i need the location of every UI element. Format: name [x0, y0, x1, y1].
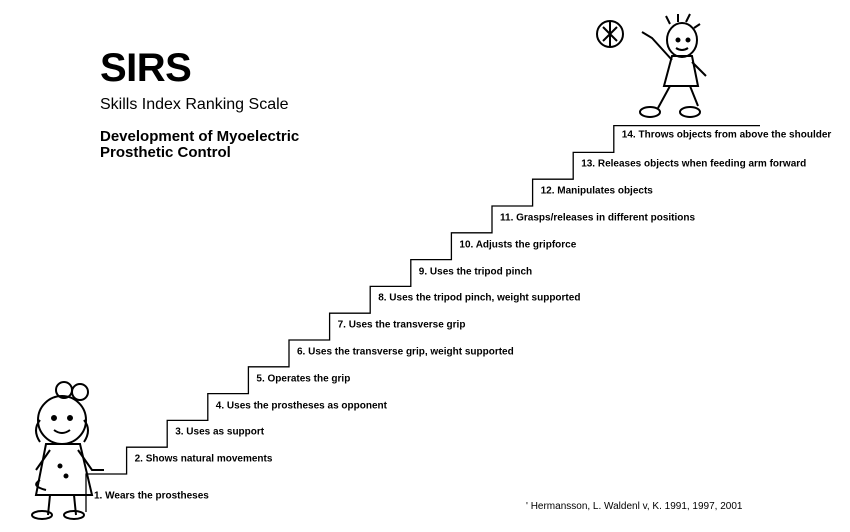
- step-label-12: 12. Manipulates objects: [540, 185, 653, 197]
- step-label-5: 5. Operates the grip: [256, 373, 351, 385]
- step-label-4: 4. Uses the prostheses as opponent: [215, 400, 387, 412]
- step-label-13: 13. Releases objects when feeding arm fo…: [581, 158, 807, 170]
- step-label-3: 3. Uses as support: [175, 426, 265, 438]
- girl-figure-icon: [31, 381, 104, 520]
- step-label-9: 9. Uses the tripod pinch: [418, 266, 533, 278]
- step-label-11: 11. Grasps/releases in different positio…: [500, 212, 696, 224]
- step-label-1: 1. Wears the prostheses: [94, 490, 209, 502]
- citation: ' Hermansson, L. Waldenl v, K. 1991, 199…: [526, 501, 743, 512]
- step-label-14: 14. Throws objects from above the should…: [621, 129, 832, 141]
- step-label-10: 10. Adjusts the gripforce: [459, 239, 577, 251]
- page-title: SIRS: [100, 46, 192, 90]
- step-label-8: 8. Uses the tripod pinch, weight support…: [378, 292, 581, 304]
- heading-line-1: Development of Myoelectric: [100, 128, 300, 145]
- page-subtitle: Skills Index Ranking Scale: [100, 96, 289, 113]
- step-label-7: 7. Uses the transverse grip: [337, 319, 466, 331]
- section-heading: Development of Myoelectric Prosthetic Co…: [100, 129, 360, 161]
- step-label-6: 6. Uses the transverse grip, weight supp…: [297, 346, 514, 358]
- staircase-line: [85, 124, 760, 512]
- heading-line-2: Prosthetic Control: [100, 144, 231, 161]
- step-label-2: 2. Shows natural movements: [134, 453, 273, 465]
- boy-figure-icon: [596, 13, 707, 118]
